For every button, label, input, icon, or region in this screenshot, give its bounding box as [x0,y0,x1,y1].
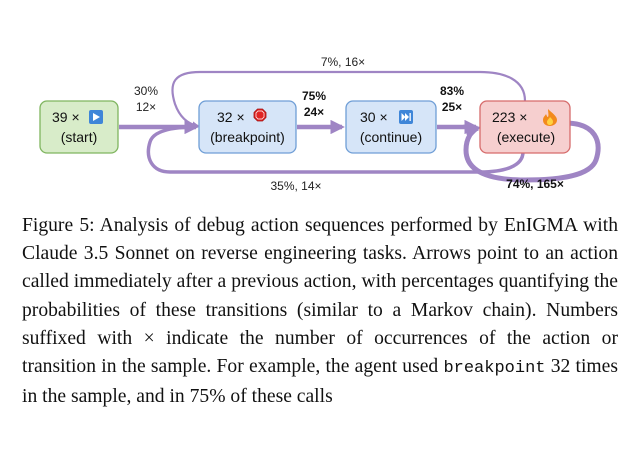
node-breakpoint-count: 32 × [217,109,245,125]
edge-breakpoint-continue-pct: 75% [302,89,326,103]
edge-continue-execute-count: 25× [442,100,462,114]
node-execute-label: (execute) [497,129,555,145]
play-icon [89,110,103,124]
node-start-count: 39 × [52,109,80,125]
node-continue-count: 30 × [360,109,388,125]
node-continue: 30 × (continue) [345,100,437,154]
caption-text-end: 32 times in the sample, and in 75% of th… [22,356,618,408]
arrow-bottom-loop [146,121,525,174]
edge-execute-self-label: 74%, 165× [506,177,564,191]
arrow-execute-self-loop [463,120,601,183]
arrow-top-loop [171,70,527,129]
caption-text: Figure 5: Analysis of debug action seque… [22,215,618,378]
edge-breakpoint-continue-count: 24× [304,105,324,119]
transition-diagram: 39 × (start) 32 × (breakpoint) 30 × (con… [39,55,601,193]
figure-caption: Figure 5: Analysis of debug action seque… [22,212,618,411]
node-start-label: (start) [61,129,98,145]
node-breakpoint-label: (breakpoint) [210,129,285,145]
edge-bottom-loop-label: 35%, 14× [270,179,321,193]
edge-top-loop-label: 7%, 16× [321,55,365,69]
edge-continue-execute-pct: 83% [440,84,464,98]
node-start: 39 × (start) [39,100,119,154]
node-execute: 223 × (execute) [479,100,571,154]
stop-sign-icon [253,108,267,122]
node-breakpoint: 32 × (breakpoint) [198,100,297,154]
fast-forward-icon [399,110,413,124]
node-continue-label: (continue) [360,129,422,145]
edge-start-breakpoint-count: 12× [136,100,156,114]
fire-icon [543,109,557,126]
node-execute-count: 223 × [492,109,527,125]
edge-start-breakpoint-pct: 30% [134,84,158,98]
caption-code: breakpoint [443,359,546,379]
